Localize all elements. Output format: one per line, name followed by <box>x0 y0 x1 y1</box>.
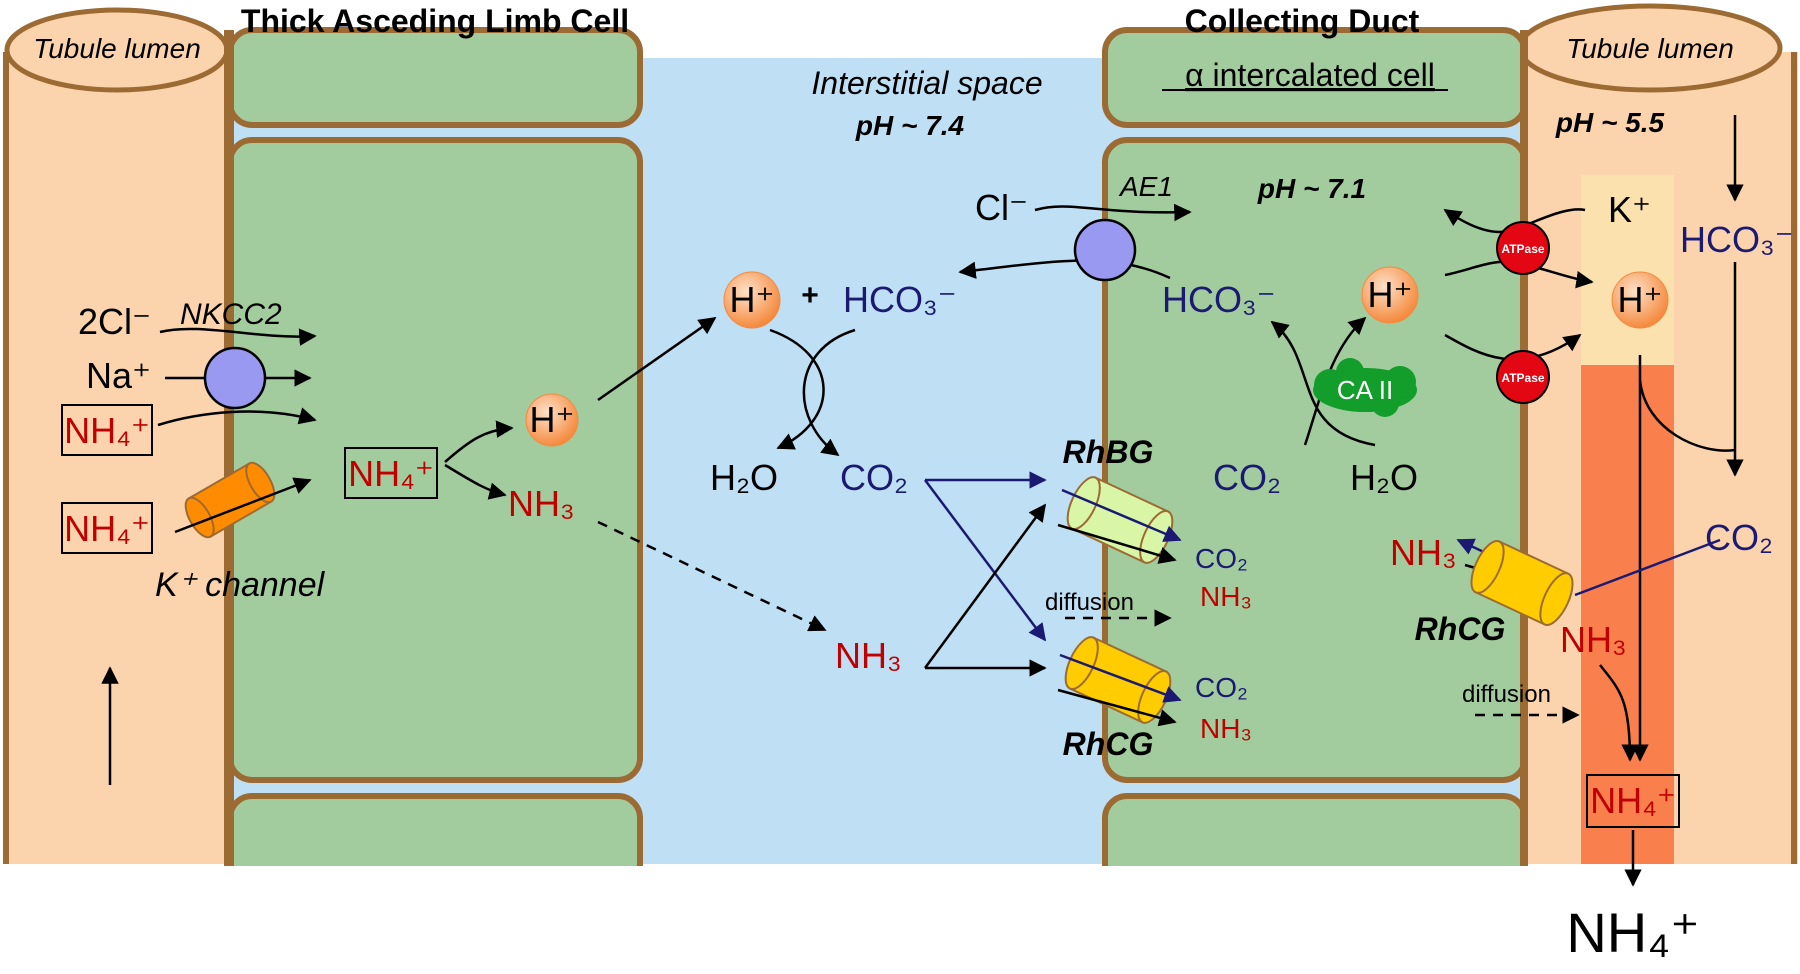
int-h-ball <box>723 271 781 329</box>
atpase-2-label: ATPase <box>1501 371 1544 385</box>
arrow-co2-rhcg <box>924 479 1047 642</box>
intercalated-ph: pH ~ 7.1 <box>1257 173 1366 204</box>
arrow-h-to-interstitium <box>597 316 717 402</box>
atpase-1-label: ATPase <box>1501 242 1544 256</box>
tal-h-ball <box>525 393 579 447</box>
arrow-nh4-nkcc2 <box>157 407 317 427</box>
arrow-ca-hco3 <box>1270 320 1376 447</box>
int-plus-label: + <box>801 279 819 312</box>
arrow-rhcg-co2 <box>1059 653 1182 703</box>
collecting-duct-cells <box>1102 27 1528 889</box>
nh4-label-b: NH₄⁺ <box>64 508 150 549</box>
int-co2-label: CO₂ <box>840 457 908 498</box>
rhbg-co2-label: CO₂ <box>1195 543 1248 574</box>
int-diffusion-label: diffusion <box>1045 589 1134 616</box>
cd-nh3-label: NH₃ <box>1390 532 1457 573</box>
cd-hco3-label: HCO₃⁻ <box>1162 279 1276 320</box>
arrow-rhbg-co2 <box>1061 488 1182 542</box>
arrow-cl-in <box>1034 203 1192 222</box>
int-h2o-label: H₂O <box>710 457 778 498</box>
right-lumen-label: Tubule lumen <box>1566 33 1734 64</box>
na-label: Na⁺ <box>86 355 151 396</box>
lumen-h-label: H⁺ <box>1618 279 1663 320</box>
lumen-k-label: K⁺ <box>1608 189 1651 230</box>
cd-h2o-label: H₂O <box>1350 457 1418 498</box>
nh4-excreted-label: NH₄⁺ <box>1566 901 1699 964</box>
rhcg-channel-apical <box>1470 540 1574 626</box>
arrow-nh3-dashed <box>597 520 827 632</box>
arrow-k-in <box>1443 208 1586 234</box>
ca2-label: CA II <box>1337 375 1393 405</box>
atpase-1 <box>1496 221 1550 275</box>
rhcg-co2-label: CO₂ <box>1195 672 1248 703</box>
rhcg-basolateral-label: RhCG <box>1063 726 1154 762</box>
ae1-label: AE1 <box>1118 171 1173 202</box>
arrow-nh3-rhbg <box>923 503 1047 669</box>
arrow-split-h <box>444 420 514 463</box>
lumen-hco3-label: HCO₃⁻ <box>1680 219 1794 260</box>
nh4-label-a: NH₄⁺ <box>64 410 150 451</box>
cd-h-label: H⁺ <box>1368 274 1413 315</box>
arrow-h-atpase-2 <box>1444 333 1582 361</box>
heading-collecting-duct: Collecting Duct <box>1185 3 1420 39</box>
arrow-rhbg-nh3 <box>1057 523 1177 564</box>
cl-label: Cl⁻ <box>975 187 1028 228</box>
arrow-nh4-kchannel <box>174 477 312 534</box>
nkcc2-label: NKCC2 <box>180 298 282 331</box>
k-channel-label: K⁺ channel <box>155 566 326 604</box>
cd-diffusion-label: diffusion <box>1462 681 1551 708</box>
cd-co2-label: CO₂ <box>1213 457 1281 498</box>
nh4-box-b <box>61 502 153 554</box>
nh4-cell-label: NH₄⁺ <box>348 453 434 494</box>
heading-tal: Thick Asceding Limb Cell <box>241 3 629 39</box>
nkcc2-transporter <box>203 346 267 410</box>
lumen-nh3-label: NH₃ <box>1560 619 1627 660</box>
tal-cells <box>224 27 643 889</box>
int-h-label: H⁺ <box>730 279 775 320</box>
lumen-h-ball <box>1611 271 1669 329</box>
arrow-2cl <box>159 327 317 346</box>
nh4-cell-box <box>344 447 438 499</box>
lumen-nh4-box <box>1586 774 1680 828</box>
rhbg-label: RhBG <box>1063 434 1154 470</box>
lumen-acid-channel <box>1581 365 1674 864</box>
rhbg-channel <box>1066 476 1174 564</box>
lumen-ph: pH ~ 5.5 <box>1555 107 1665 138</box>
atpase-2 <box>1496 350 1550 404</box>
two-cl-label: 2Cl⁻ <box>78 301 151 342</box>
int-hco3-label: HCO₃⁻ <box>843 279 957 320</box>
cd-h-ball <box>1361 266 1419 324</box>
arrow-lumen-nh3-nh4 <box>1599 664 1639 762</box>
ca2-enzyme <box>1313 358 1417 417</box>
arrow-int-reaction-2 <box>769 328 825 450</box>
rhcg-nh3-label: NH₃ <box>1200 713 1252 744</box>
line-co2-to-rhcg <box>1574 538 1721 597</box>
tal-h-label: H⁺ <box>530 399 575 440</box>
lumen-nh4-label: NH₄⁺ <box>1590 780 1676 821</box>
rhbg-nh3-label: NH₃ <box>1200 581 1252 612</box>
rhcg-apical-label: RhCG <box>1415 611 1506 647</box>
right-tubule-lumen <box>1517 3 1798 864</box>
arrow-h-merge <box>1638 379 1736 452</box>
interstitial-ph: pH ~ 7.4 <box>855 110 965 141</box>
nh4-box-a <box>61 404 153 456</box>
left-lumen-label: Tubule lumen <box>33 33 201 64</box>
arrow-int-reaction-1 <box>802 328 856 457</box>
tal-nh3-label: NH₃ <box>508 483 575 524</box>
int-nh3-label: NH₃ <box>835 635 902 676</box>
intercalated-cell-label: α intercalated cell <box>1185 57 1435 93</box>
interstitial-label: Interstitial space <box>811 65 1042 101</box>
arrow-split-nh3 <box>444 463 507 500</box>
arrow-rhcg-nh3 <box>1057 688 1177 727</box>
ae1-transporter <box>1073 218 1137 282</box>
lumen-light-zone <box>1581 175 1674 365</box>
lumen-co2-label: CO₂ <box>1705 517 1773 558</box>
left-tubule-lumen <box>3 7 230 864</box>
